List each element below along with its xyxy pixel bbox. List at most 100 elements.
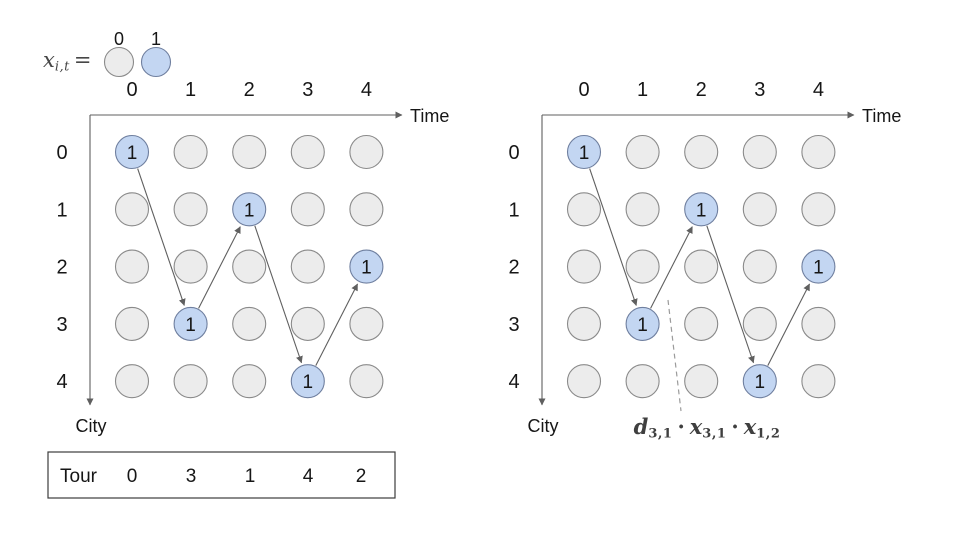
cell-value: 1 bbox=[696, 200, 707, 221]
tour-table-label: Tour bbox=[60, 466, 98, 487]
time-tick-label: 4 bbox=[813, 79, 824, 101]
tour-arrow bbox=[198, 226, 241, 309]
legend-on-label: 1 bbox=[151, 29, 161, 49]
time-tick-label: 2 bbox=[696, 79, 707, 101]
grid-cell bbox=[684, 134, 719, 170]
tour-value: 1 bbox=[245, 466, 256, 487]
time-tick-label: 3 bbox=[754, 79, 765, 101]
cell-value: 1 bbox=[127, 143, 138, 164]
time-tick-label: 2 bbox=[244, 79, 255, 101]
tour-arrow bbox=[767, 283, 811, 366]
city-tick-label: 3 bbox=[56, 314, 67, 336]
grid-cell bbox=[625, 192, 660, 227]
grid-cell-active bbox=[349, 249, 384, 284]
annotation-x2-base: x bbox=[743, 414, 757, 439]
grid-cell bbox=[173, 249, 208, 284]
grid-cell bbox=[232, 364, 267, 399]
tour-arrow bbox=[315, 283, 359, 366]
time-tick-label: 1 bbox=[637, 79, 648, 101]
grid-cell bbox=[290, 249, 325, 284]
city-axis-label: City bbox=[76, 416, 107, 436]
grid-cell bbox=[232, 306, 267, 341]
time-tick-label: 4 bbox=[361, 79, 372, 101]
grid-cell-active bbox=[684, 192, 719, 227]
grid-cell-active bbox=[742, 364, 777, 399]
legend-off-label: 0 bbox=[114, 29, 124, 49]
tour-arrow bbox=[254, 225, 303, 364]
annotation-dot-2: · bbox=[731, 414, 739, 439]
city-tick-label: 3 bbox=[508, 314, 519, 336]
time-axis-label: Time bbox=[862, 106, 901, 126]
city-tick-label: 4 bbox=[56, 371, 67, 393]
annotation-d-subscript: 3,1 bbox=[648, 426, 673, 442]
callout-dashed-line bbox=[667, 299, 682, 412]
grid-cell bbox=[801, 306, 836, 341]
cell-value: 1 bbox=[637, 315, 648, 336]
grid-cell bbox=[114, 192, 150, 227]
grid-cell bbox=[742, 306, 777, 341]
city-tick-label: 1 bbox=[508, 199, 519, 221]
grid-cell bbox=[684, 306, 719, 341]
time-tick-label: 3 bbox=[302, 79, 313, 101]
grid-cell bbox=[290, 306, 325, 341]
legend-variable: x bbox=[43, 48, 55, 72]
grid-cell bbox=[290, 192, 325, 227]
grid-cell-active bbox=[114, 134, 150, 170]
grid-cell bbox=[349, 306, 384, 341]
time-tick-label: 1 bbox=[185, 79, 196, 101]
grid-cell bbox=[801, 192, 836, 227]
grid-cell bbox=[566, 364, 602, 399]
tour-arrow bbox=[706, 225, 755, 364]
grid-cell bbox=[173, 192, 208, 227]
tour-table-box bbox=[47, 451, 396, 499]
cell-value: 1 bbox=[361, 258, 372, 279]
legend-variable-subscript: i,t bbox=[54, 59, 70, 75]
annotation-x2-subscript: 1,2 bbox=[756, 426, 781, 442]
grid-cell bbox=[742, 134, 777, 170]
city-tick-label: 0 bbox=[56, 142, 67, 164]
tour-value: 0 bbox=[127, 466, 138, 487]
legend-formula: xi,t= bbox=[43, 48, 91, 75]
annotation-dot-1: · bbox=[677, 414, 685, 439]
grid-cell bbox=[114, 306, 150, 341]
grid-cell bbox=[349, 364, 384, 399]
cell-value: 1 bbox=[579, 143, 590, 164]
grid-cell bbox=[114, 364, 150, 399]
grid-cell bbox=[801, 364, 836, 399]
grid-cell bbox=[566, 192, 602, 227]
time-tick-label: 0 bbox=[126, 79, 137, 101]
grid-cell bbox=[232, 134, 267, 170]
grid-cell bbox=[349, 192, 384, 227]
cell-value: 1 bbox=[244, 200, 255, 221]
grid-cell-active bbox=[625, 306, 660, 341]
grid-cell-active bbox=[232, 192, 267, 227]
grid-cell bbox=[625, 249, 660, 284]
annotation-d-base: d bbox=[633, 414, 649, 439]
grid-cell bbox=[625, 364, 660, 399]
legend-circle-on bbox=[140, 46, 172, 78]
grid-cell bbox=[801, 134, 836, 170]
tour-value: 3 bbox=[186, 466, 197, 487]
grid-cell-active bbox=[173, 306, 208, 341]
time-axis-label: Time bbox=[410, 106, 449, 126]
grid-cell bbox=[173, 134, 208, 170]
cell-value: 1 bbox=[303, 372, 314, 393]
grid-cell bbox=[684, 364, 719, 399]
tour-value: 2 bbox=[356, 466, 367, 487]
grid-cell bbox=[566, 306, 602, 341]
city-axis-label: City bbox=[528, 416, 559, 436]
grid-cell-active bbox=[801, 249, 836, 284]
legend-equals-sign: = bbox=[73, 48, 92, 72]
grid-cell bbox=[625, 134, 660, 170]
grid-cell bbox=[349, 134, 384, 170]
cell-value: 1 bbox=[185, 315, 196, 336]
grid-cell bbox=[114, 249, 150, 284]
grid-cell bbox=[742, 249, 777, 284]
grid-cell bbox=[684, 249, 719, 284]
grid-cell bbox=[290, 134, 325, 170]
